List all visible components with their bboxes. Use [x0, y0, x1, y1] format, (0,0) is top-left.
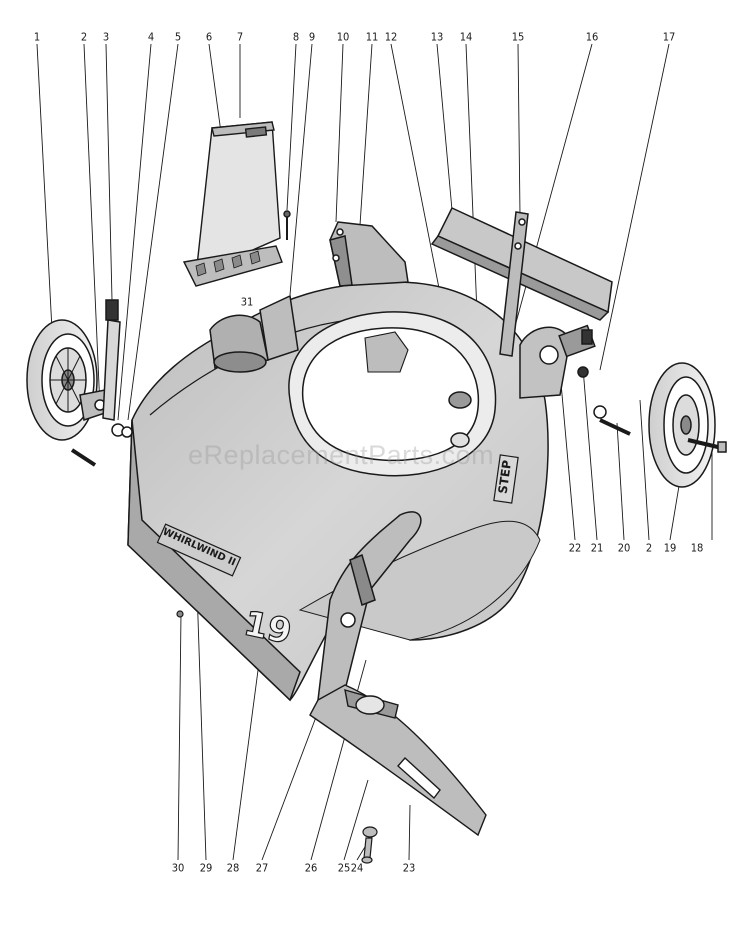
- blade: [309, 684, 487, 837]
- callout-8: 8: [292, 30, 300, 44]
- callout-15: 15: [511, 30, 525, 44]
- handle-panel: [182, 121, 291, 287]
- callout-19: 19: [663, 541, 677, 555]
- callout-5: 5: [174, 30, 182, 44]
- callout-24: 24: [350, 861, 364, 875]
- callout-22: 22: [568, 541, 582, 555]
- blade-bolt: [176, 610, 378, 864]
- callout-13: 13: [430, 30, 444, 44]
- left-wheel: [26, 299, 133, 467]
- callout-3: 3: [102, 30, 110, 44]
- callout-25: 25: [337, 861, 351, 875]
- callout-23: 23: [402, 861, 416, 875]
- callout-2: 2: [645, 541, 653, 555]
- callout-12: 12: [384, 30, 398, 44]
- callout-27: 27: [255, 861, 269, 875]
- callout-6: 6: [205, 30, 213, 44]
- watermark: eReplacementParts.com: [188, 440, 495, 470]
- callout-4: 4: [147, 30, 155, 44]
- leader-lines: [36, 43, 713, 861]
- callout-10: 10: [336, 30, 350, 44]
- callout-14: 14: [459, 30, 473, 44]
- callout-17: 17: [662, 30, 676, 44]
- callout-16: 16: [585, 30, 599, 44]
- callout-7: 7: [236, 30, 244, 44]
- callout-11: 11: [365, 30, 379, 44]
- callout-21: 21: [590, 541, 604, 555]
- callout-31: 31: [240, 295, 254, 309]
- mower-deck: [127, 207, 613, 702]
- callout-2: 2: [80, 30, 88, 44]
- right-wheel: [577, 329, 727, 488]
- callout-9: 9: [308, 30, 316, 44]
- callout-26: 26: [304, 861, 318, 875]
- callout-1: 1: [33, 30, 41, 44]
- callout-30: 30: [171, 861, 185, 875]
- callout-20: 20: [617, 541, 631, 555]
- callout-29: 29: [199, 861, 213, 875]
- callout-28: 28: [226, 861, 240, 875]
- callout-18: 18: [690, 541, 704, 555]
